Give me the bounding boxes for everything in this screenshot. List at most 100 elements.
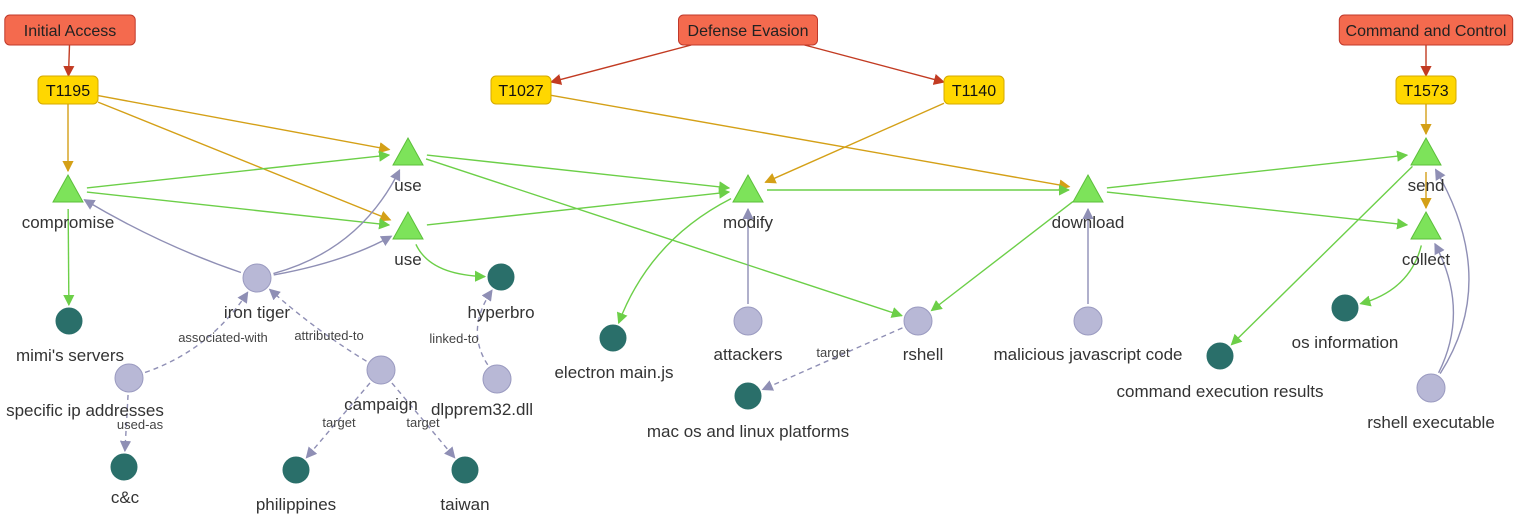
- triangle-icon: [1072, 173, 1104, 203]
- entity-circle-icon: [733, 306, 763, 336]
- entity-circle-icon: [114, 363, 144, 393]
- edge-dlpprem-to-hyperbro: [476, 289, 493, 366]
- entity-circle-icon: [242, 263, 272, 293]
- entity-circle-icon: [366, 355, 396, 385]
- edge-iron-tiger-to-use1: [273, 169, 401, 275]
- edge-download-to-collect: [1106, 191, 1409, 230]
- technique-label: T1140: [952, 83, 996, 100]
- node-label: specific ip addresses: [6, 401, 164, 420]
- target-mimis-servers[interactable]: mimi's servers: [16, 307, 124, 365]
- entity-dlpprem[interactable]: dlpprem32.dll: [431, 364, 533, 419]
- target-circle-icon: [487, 263, 515, 291]
- node-label: dlpprem32.dll: [431, 400, 533, 419]
- target-electron-main[interactable]: electron main.js: [554, 324, 674, 382]
- edge-rshell-exe-to-collect: [1434, 242, 1455, 374]
- entity-circle-icon: [1416, 373, 1446, 403]
- technique-t1195[interactable]: T1195: [37, 75, 99, 105]
- edge-t1195-to-use1: [97, 94, 391, 154]
- node-label: command execution results: [1117, 382, 1324, 401]
- target-cc[interactable]: c&c: [110, 453, 140, 507]
- technique-label: T1573: [1403, 83, 1448, 100]
- target-mac-linux[interactable]: mac os and linux platforms: [647, 382, 849, 441]
- tactic-box: [678, 14, 818, 46]
- target-os-info[interactable]: os information: [1292, 294, 1399, 352]
- edge-specific-ip-to-iron-tiger: [144, 291, 249, 374]
- triangle-icon: [52, 173, 84, 203]
- target-circle-icon: [1331, 294, 1359, 322]
- edge-campaign-to-iron-tiger: [268, 288, 367, 362]
- technique-t1573[interactable]: T1573: [1395, 75, 1457, 105]
- technique-box: [943, 75, 1005, 105]
- entity-campaign[interactable]: campaign: [344, 355, 418, 414]
- action-use1[interactable]: use: [392, 136, 424, 195]
- labels-layer: associated-with attributed-to used-as targe…: [117, 328, 850, 432]
- action-modify[interactable]: modify: [723, 173, 774, 232]
- entity-rshell-exe[interactable]: rshell executable: [1367, 373, 1495, 432]
- target-hyperbro[interactable]: hyperbro: [467, 263, 535, 322]
- tactic-command-and-control[interactable]: Command and Control: [1338, 14, 1514, 46]
- entity-circle-icon: [1073, 306, 1103, 336]
- edge-label: associated-with: [178, 330, 268, 345]
- action-label: collect: [1402, 250, 1450, 269]
- node-label: mimi's servers: [16, 346, 124, 365]
- entity-malicious-js[interactable]: malicious javascript code: [994, 306, 1183, 364]
- node-label: attackers: [714, 345, 783, 364]
- edge-collect-to-os-info: [1359, 245, 1422, 307]
- target-cmd-results[interactable]: command execution results: [1117, 342, 1324, 401]
- tactic-box: [1338, 14, 1514, 46]
- action-download[interactable]: download: [1052, 173, 1125, 232]
- edge-label: target: [322, 415, 356, 430]
- technique-label: T1195: [46, 83, 90, 100]
- action-label: use: [394, 250, 421, 269]
- tactic-initial-access[interactable]: Initial Access: [4, 14, 136, 46]
- target-circle-icon: [110, 453, 138, 481]
- edge-iron-tiger-to-compromise: [83, 199, 242, 274]
- edge-download-to-rshell: [930, 201, 1074, 312]
- target-taiwan[interactable]: taiwan: [440, 456, 490, 514]
- edge-label: attributed-to: [294, 328, 363, 343]
- edge-compromise-to-use1: [86, 150, 391, 189]
- triangle-icon: [1410, 210, 1442, 240]
- tactic-label: Defense Evasion: [688, 23, 809, 40]
- action-send[interactable]: send: [1408, 136, 1445, 195]
- action-label: download: [1052, 213, 1125, 232]
- target-philippines[interactable]: philippines: [256, 456, 336, 514]
- edge-specific-ip-to-cc: [119, 394, 132, 453]
- action-label: compromise: [22, 213, 115, 232]
- entity-specific-ip[interactable]: specific ip addresses: [6, 363, 164, 420]
- node-label: campaign: [344, 395, 418, 414]
- target-circle-icon: [599, 324, 627, 352]
- target-circle-icon: [282, 456, 310, 484]
- action-collect[interactable]: collect: [1402, 210, 1450, 269]
- edge-use1-to-rshell: [425, 158, 903, 318]
- technique-t1027[interactable]: T1027: [490, 75, 552, 105]
- triangle-icon: [392, 136, 424, 166]
- entity-iron-tiger[interactable]: iron tiger: [224, 263, 290, 322]
- edge-send-to-cmd-results: [1230, 165, 1413, 346]
- node-label: electron main.js: [554, 363, 673, 382]
- action-label: modify: [723, 213, 774, 232]
- node-label: os information: [1292, 333, 1399, 352]
- edge-label: used-as: [117, 417, 164, 432]
- edge-download-to-send: [1106, 150, 1409, 189]
- entity-rshell[interactable]: rshell: [903, 306, 944, 364]
- action-use2[interactable]: use: [392, 210, 424, 269]
- edge-t1140-to-modify: [764, 102, 945, 184]
- tactic-defense-evasion[interactable]: Defense Evasion: [678, 14, 818, 46]
- edge-use2-to-hyperbro: [415, 243, 487, 282]
- action-compromise[interactable]: compromise: [22, 173, 115, 232]
- entity-attackers[interactable]: attackers: [714, 306, 783, 364]
- edge-campaign-to-philippines: [305, 382, 371, 459]
- node-label: rshell: [903, 345, 944, 364]
- node-label: mac os and linux platforms: [647, 422, 849, 441]
- node-label: c&c: [111, 488, 140, 507]
- edge-rshell-to-mac-linux: [761, 327, 903, 391]
- technique-t1140[interactable]: T1140: [943, 75, 1005, 105]
- edge-compromise-to-mimis-servers: [63, 208, 75, 307]
- target-circle-icon: [1206, 342, 1234, 370]
- node-label: taiwan: [440, 495, 489, 514]
- entity-circle-icon: [482, 364, 512, 394]
- edge-initial-access-to-t1195: [63, 44, 75, 78]
- edge-modify-to-electron-main: [616, 198, 732, 325]
